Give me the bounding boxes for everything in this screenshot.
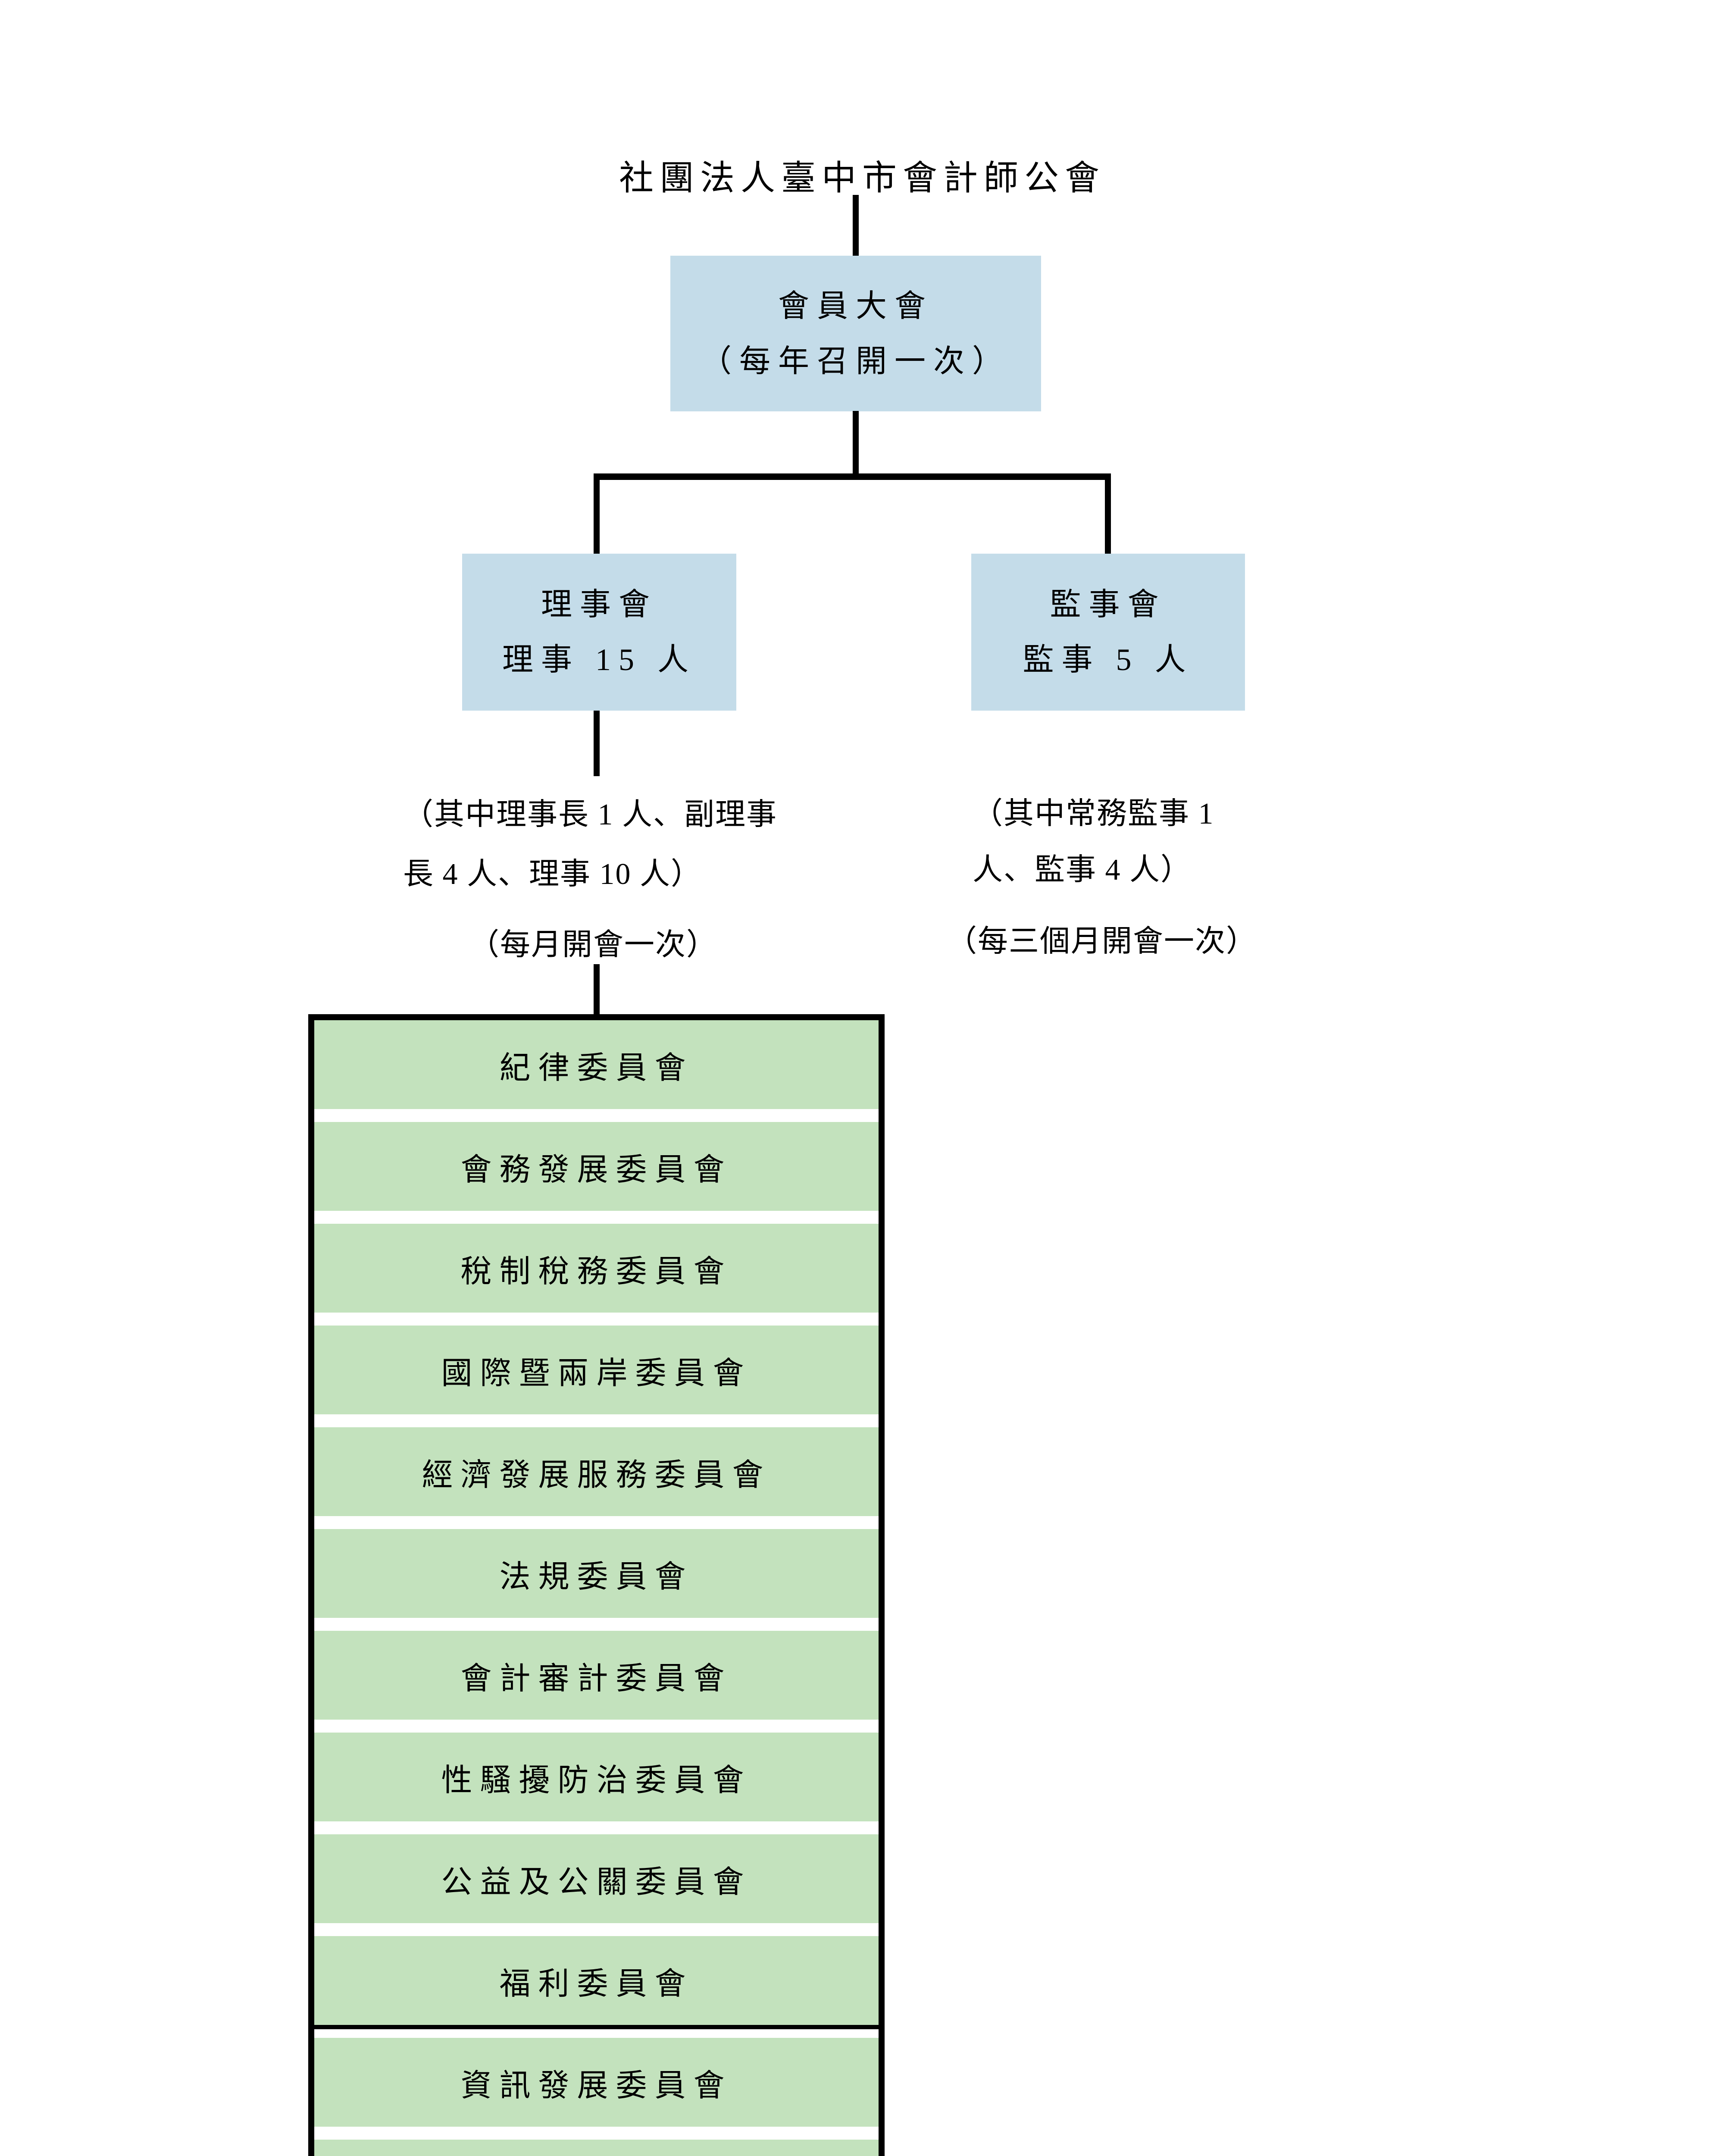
supervisors-annotation-line2: 人、監事 4 人） xyxy=(973,853,1192,887)
connector-assembly-to-split xyxy=(853,411,859,474)
node-directors-title: 理事會 xyxy=(541,587,657,622)
committee-row: 會務發展委員會 xyxy=(314,1122,879,1211)
node-general-assembly-frequency: （每年召開一次） xyxy=(700,344,1011,379)
committee-row: 資訊發展委員會 xyxy=(314,2038,879,2127)
node-board-of-directors: 理事會 理事 15 人 xyxy=(462,554,736,711)
connector-split-horizontal xyxy=(594,473,1111,480)
chart-title: 社團法人臺中市會計師公會 xyxy=(619,160,1105,197)
node-board-of-supervisors: 監事會 監事 5 人 xyxy=(971,554,1245,711)
committee-row: 紀律委員會 xyxy=(314,1020,879,1109)
directors-meeting-frequency: （每月開會一次） xyxy=(469,928,717,962)
node-directors-count: 理事 15 人 xyxy=(502,642,696,677)
supervisors-meeting-frequency: （每三個月開會一次） xyxy=(947,925,1257,958)
connector-drop-directors xyxy=(594,480,600,554)
connector-drop-supervisors xyxy=(1105,480,1111,554)
node-general-assembly-title: 會員大會 xyxy=(778,288,933,323)
committee-row: 法規委員會 xyxy=(314,1529,879,1618)
committee-list: 紀律委員會會務發展委員會稅制稅務委員會國際暨兩岸委員會經濟發展服務委員會法規委員… xyxy=(308,1014,885,2156)
connector-title-to-assembly xyxy=(853,195,859,256)
connector-directors-to-annotation xyxy=(594,711,600,776)
directors-annotation-line1: （其中理事長 1 人、副理事 xyxy=(403,798,777,831)
committee-row: 稅制稅務委員會 xyxy=(314,1224,879,1313)
directors-annotation-line2: 長 4 人、理事 10 人） xyxy=(403,858,702,891)
committee-row: 性騷擾防治委員會 xyxy=(314,1733,879,1821)
committee-row: 國際暨兩岸委員會 xyxy=(314,1326,879,1414)
committee-group-divider xyxy=(308,2025,885,2029)
committee-row: 札根養成委員會 xyxy=(314,2140,879,2156)
committee-row: 經濟發展服務委員會 xyxy=(314,1427,879,1516)
committee-row: 會計審計委員會 xyxy=(314,1631,879,1720)
connector-to-committee-list xyxy=(594,964,600,1029)
node-supervisors-title: 監事會 xyxy=(1050,587,1167,622)
node-supervisors-count: 監事 5 人 xyxy=(1023,642,1194,677)
committee-row: 福利委員會 xyxy=(314,1936,879,2025)
node-general-assembly: 會員大會 （每年召開一次） xyxy=(670,256,1041,411)
committee-row: 公益及公關委員會 xyxy=(314,1834,879,1923)
supervisors-annotation-line1: （其中常務監事 1 xyxy=(973,797,1214,830)
